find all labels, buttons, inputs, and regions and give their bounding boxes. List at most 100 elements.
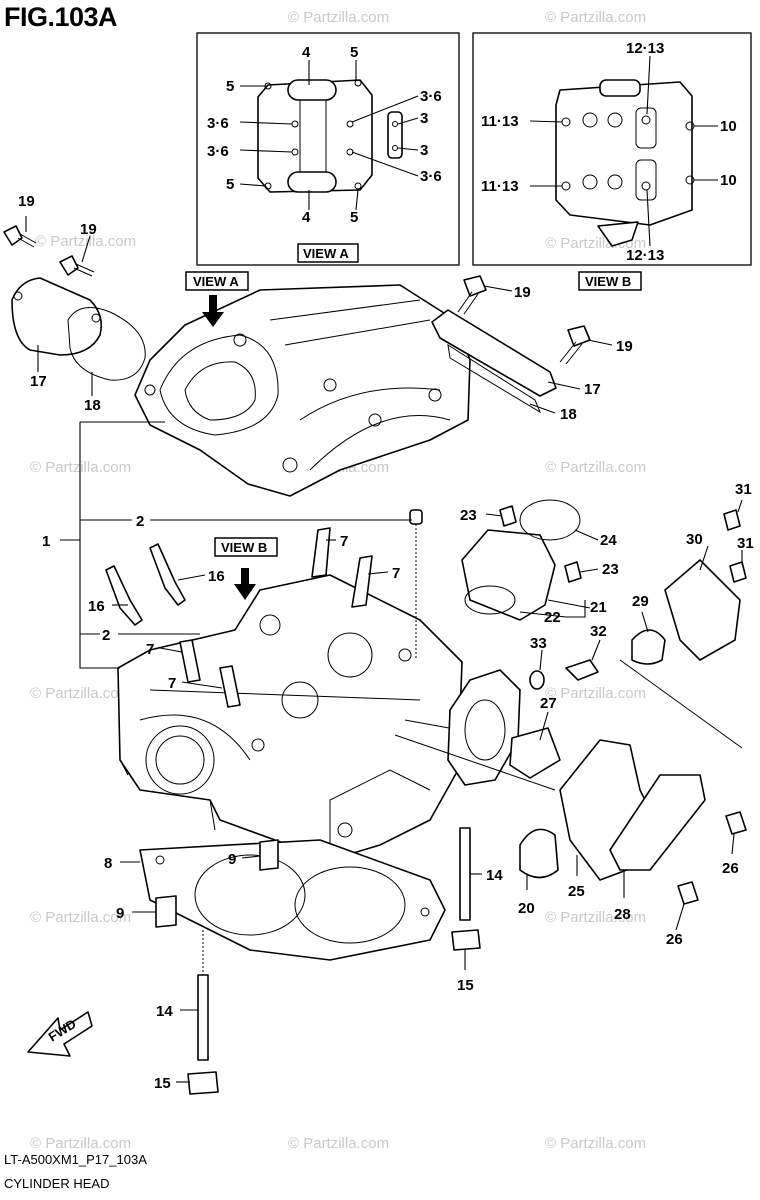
watermark: © Partzilla.com — [545, 909, 646, 926]
figure-code: LT-A500XM1_P17_103A — [4, 1152, 147, 1167]
gasket-33 — [529, 670, 545, 690]
callout: 21 — [590, 599, 607, 616]
callout: 18 — [84, 397, 101, 414]
fwd-indicator: FWD — [27, 1011, 93, 1057]
nut-15 — [187, 1071, 219, 1095]
callout: 7 — [340, 533, 348, 550]
callout: 26 — [666, 931, 683, 948]
watermark: © Partzilla.com — [35, 233, 136, 250]
intake-pipe — [461, 499, 582, 621]
view-b-marker-tag — [214, 537, 278, 557]
callout: 19 — [80, 221, 97, 238]
left-cover-gasket — [11, 277, 146, 381]
cylinder-head — [117, 574, 463, 861]
callout: 23 — [460, 507, 477, 524]
head-body — [117, 574, 463, 861]
view-a-port-bottom — [287, 171, 337, 193]
bolt-19-b — [567, 325, 591, 347]
callout: 17 — [30, 373, 47, 390]
bolt-31 — [729, 561, 747, 583]
callout: 5 — [350, 44, 358, 61]
view-b-inset: 12·13 11·13 10 11·13 10 12·13 VIEW B — [472, 32, 752, 291]
screw-23 — [564, 561, 582, 583]
fwd-arrow-icon — [27, 1011, 93, 1057]
view-b-tag — [578, 271, 642, 291]
clamp-24 — [519, 499, 581, 541]
callout: 7 — [168, 675, 176, 692]
view-a-boss — [387, 111, 403, 159]
callout: 3·6 — [420, 168, 442, 185]
view-a-tag — [297, 243, 359, 263]
callout: 4 — [302, 44, 311, 61]
callout: 33 — [530, 635, 547, 652]
callout: 14 — [156, 1003, 173, 1020]
callout: 19 — [18, 193, 35, 210]
callout: 8 — [104, 855, 112, 872]
view-b-frame — [472, 32, 752, 266]
dowel-9 — [259, 839, 279, 871]
callout: 15 — [457, 977, 474, 994]
watermark: © Partzilla.com — [545, 685, 646, 702]
sensor-32 — [565, 659, 599, 681]
view-a-inset: 4 5 5 3·6 3·6 3·6 3 3 3·6 5 4 5 VIEW A — [196, 32, 460, 266]
view-b-outlet — [597, 221, 639, 247]
bolt-head — [3, 225, 23, 246]
callout: 16 — [208, 568, 225, 585]
callout: 14 — [486, 867, 503, 884]
bracket-30 — [664, 559, 741, 661]
gasket-18-right — [447, 343, 542, 414]
callout: 27 — [540, 695, 557, 712]
callout: 11·13 — [481, 113, 519, 130]
callout: 3 — [420, 110, 428, 127]
callout: 9 — [116, 905, 124, 922]
stud-14 — [459, 827, 471, 921]
dowel-pin-2 — [409, 509, 423, 525]
callout: 22 — [544, 609, 561, 626]
spark-plug — [105, 565, 143, 626]
view-a-marker: VIEW A — [185, 271, 249, 327]
callout: 7 — [392, 565, 400, 582]
callout: 25 — [568, 883, 585, 900]
callout: 7 — [146, 641, 154, 658]
callout: 29 — [632, 593, 649, 610]
watermark: © Partzilla.com — [288, 1135, 389, 1152]
callout: 30 — [686, 531, 703, 548]
cap-29 — [631, 629, 666, 665]
view-b-arrow-icon — [234, 568, 256, 600]
o-ring-18-left — [67, 307, 146, 381]
nut-15 — [451, 929, 481, 951]
stud-14 — [197, 974, 209, 1061]
head-gasket-8 — [139, 839, 446, 961]
callout: 5 — [226, 78, 234, 95]
intake-pipe-21 — [461, 529, 556, 621]
view-a-arrow-icon — [202, 295, 224, 327]
callout: 2 — [102, 627, 110, 644]
callout: 4 — [302, 209, 311, 226]
callout: 12·13 — [626, 40, 664, 57]
housing-28 — [609, 774, 706, 871]
callout: 16 — [88, 598, 105, 615]
view-b-tag-label: VIEW B — [585, 274, 631, 289]
valve-guides-7 — [179, 527, 373, 708]
watermark: © Partzilla.com — [545, 9, 646, 26]
right-cover-plate — [431, 275, 591, 414]
callout: 12·13 — [626, 247, 664, 264]
callout: 3·6 — [207, 143, 229, 160]
guide — [179, 639, 201, 683]
callout: 1 — [42, 533, 50, 550]
callout: 10 — [720, 172, 737, 189]
leader-lines — [25, 216, 743, 1083]
view-b-marker: VIEW B — [214, 537, 278, 600]
view-b-marker-label: VIEW B — [221, 540, 267, 555]
gasket-body — [139, 839, 446, 961]
view-b-head-underside — [555, 81, 693, 226]
callout: 19 — [616, 338, 633, 355]
callout: 15 — [154, 1075, 171, 1092]
callout: 20 — [518, 900, 535, 917]
bolt-26 — [725, 811, 747, 835]
bolt-19-a — [463, 275, 487, 297]
view-a-cover — [257, 79, 373, 193]
callout: 5 — [350, 209, 358, 226]
watermark: © Partzilla.com — [288, 9, 389, 26]
